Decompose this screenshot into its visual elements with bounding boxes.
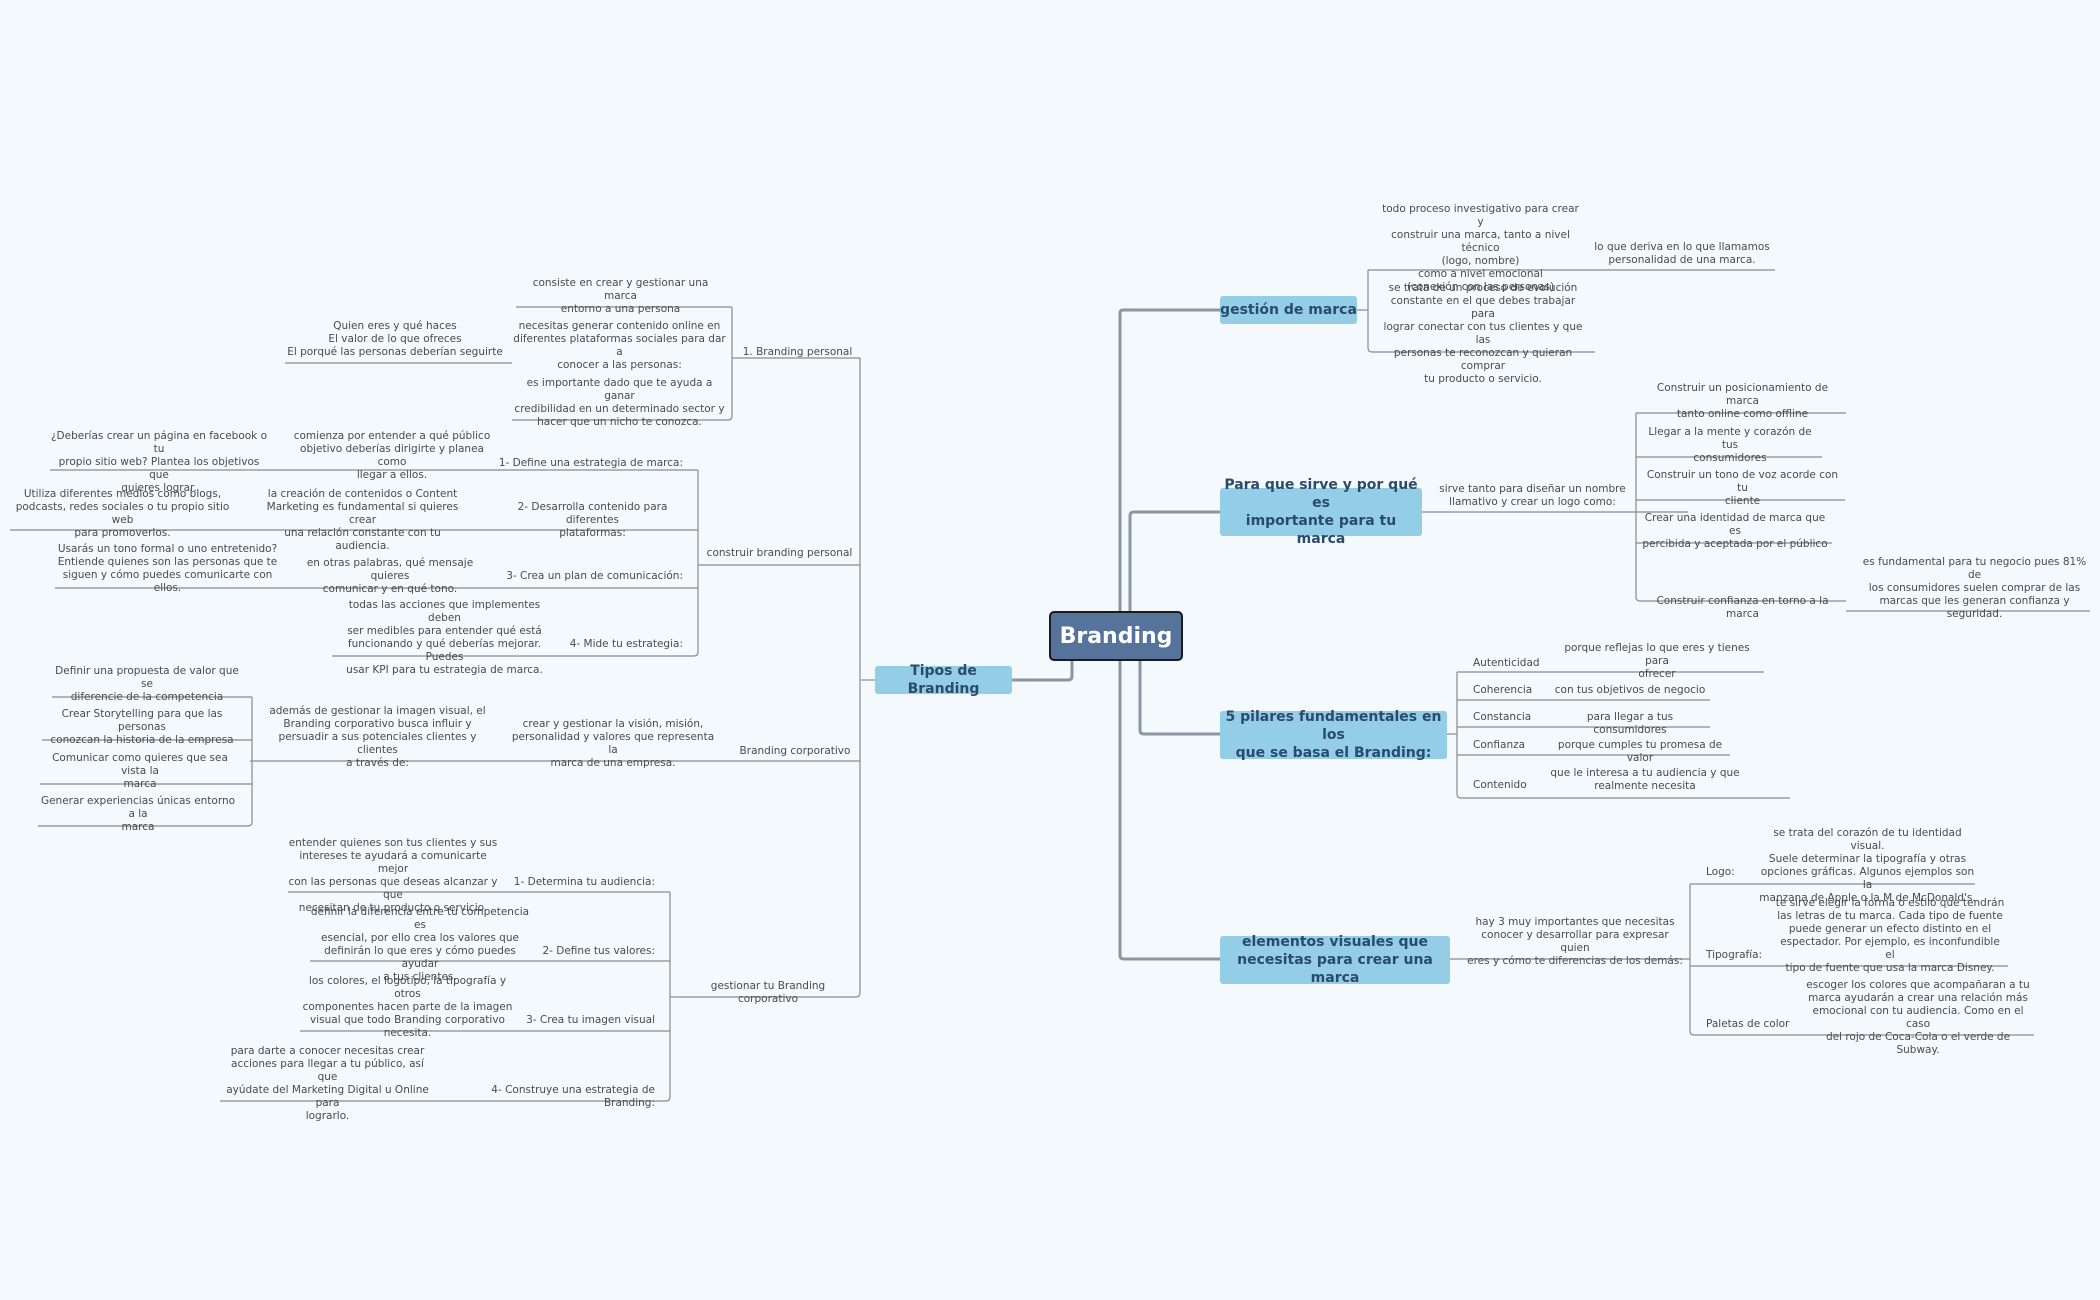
construir-step-desc: todas las acciones que implementes deben… bbox=[346, 599, 543, 676]
branch-tipos-de-branding[interactable]: Tipos de Branding bbox=[875, 663, 1012, 697]
gestionar-step-desc: los colores, el logotipo, la tipografía … bbox=[302, 975, 513, 1039]
gestionar-label: gestionar tu Branding corporativo bbox=[710, 980, 826, 1005]
personal-c2-child: Quien eres y qué haces El valor de lo qu… bbox=[287, 320, 503, 358]
pilar-name: Confianza bbox=[1473, 739, 1526, 751]
corporativo-item: Comunicar como quieres que sea vista la … bbox=[52, 752, 228, 790]
pilar-name: Autenticidad bbox=[1473, 657, 1540, 669]
branch-para-que-sirve[interactable]: Para que sirve y por qué es importante p… bbox=[1220, 477, 1422, 547]
construir-step-sub: Utiliza diferentes medios como blogs, po… bbox=[15, 488, 230, 539]
construir-label: construir branding personal bbox=[706, 547, 853, 559]
pilar-desc: para llegar a tus consumidores bbox=[1586, 711, 1674, 736]
gestionar-step-label: 1- Determina tu audiencia: bbox=[513, 876, 655, 888]
pilar-desc: porque reflejas lo que eres y tienes par… bbox=[1564, 642, 1750, 680]
corporativo-item: Crear Storytelling para que las personas… bbox=[50, 708, 234, 746]
central-topic[interactable]: Branding bbox=[1049, 611, 1183, 661]
gestion-definicion-1: todo proceso investigativo para crear y … bbox=[1382, 203, 1579, 293]
para-que-item: Construir un posicionamiento de marca ta… bbox=[1656, 382, 1829, 420]
corporativo-item: Definir una propuesta de valor que se di… bbox=[55, 665, 239, 703]
elemento-name: Logo: bbox=[1706, 866, 1735, 878]
elemento-desc: se trata del corazón de tu identidad vis… bbox=[1759, 827, 1976, 904]
gestionar-step-desc: para darte a conocer necesitas crear acc… bbox=[226, 1045, 429, 1122]
pilar-desc: con tus objetivos de negocio bbox=[1554, 684, 1706, 696]
corporativo-desc: crear y gestionar la visión, misión, per… bbox=[511, 718, 715, 769]
para-que-intro: sirve tanto para diseñar un nombre llama… bbox=[1439, 483, 1626, 508]
gestion-personalidad: lo que deriva en lo que llamamos persona… bbox=[1594, 241, 1770, 266]
construir-step-label: 4- Mide tu estrategia: bbox=[569, 638, 683, 650]
gestionar-step-label: 2- Define tus valores: bbox=[542, 945, 655, 957]
personal-c3: es importante dado que te ayuda a ganar … bbox=[514, 377, 725, 428]
elemento-desc: te sirve elegir la forma o estilo que te… bbox=[1775, 897, 2005, 974]
gestionar-step-desc: definir la diferencia entre tu competenc… bbox=[310, 906, 530, 983]
pilar-desc: porque cumples tu promesa de valor bbox=[1557, 739, 1723, 764]
branch-gestion-de-marca[interactable]: gestión de marca bbox=[1220, 296, 1357, 324]
branch-5-pilares[interactable]: 5 pilares fundamentales en los que se ba… bbox=[1220, 709, 1447, 761]
para-que-item: Crear una identidad de marca que es perc… bbox=[1642, 512, 1828, 550]
pilar-name: Constancia bbox=[1473, 711, 1532, 723]
para-que-item: Llegar a la mente y corazón de tus consu… bbox=[1648, 426, 1812, 464]
gestion-definicion-2: se trata de un proceso de evolución cons… bbox=[1383, 282, 1583, 385]
construir-step-label: 3- Crea un plan de comunicación: bbox=[506, 570, 683, 582]
elemento-name: Tipografía: bbox=[1706, 949, 1763, 961]
construir-step-label: 1- Define una estrategia de marca: bbox=[498, 457, 683, 469]
personal-c1: consiste en crear y gestionar una marca … bbox=[532, 277, 709, 315]
pilar-desc: que le interesa a tu audiencia y que rea… bbox=[1550, 767, 1740, 792]
construir-step-desc: la creación de contenidos o Content Mark… bbox=[266, 488, 459, 552]
gestionar-step-label: 4- Construye una estrategia de Branding: bbox=[491, 1084, 655, 1109]
construir-step-label: 2- Desarrolla contenido para diferentes … bbox=[517, 501, 668, 539]
personal-c2: necesitas generar contenido online en di… bbox=[513, 320, 726, 371]
construir-step-sub: ¿Deberías crear un página en facebook o … bbox=[50, 430, 268, 494]
pilar-name: Contenido bbox=[1473, 779, 1527, 791]
para-que-item: Construir un tono de voz acorde con tu c… bbox=[1646, 469, 1839, 507]
construir-step-desc: en otras palabras, qué mensaje quieres c… bbox=[306, 557, 474, 595]
elemento-name: Paletas de color bbox=[1706, 1018, 1790, 1030]
construir-step-sub: Usarás un tono formal o uno entretenido?… bbox=[57, 543, 278, 594]
branch-elementos-visuales[interactable]: elementos visuales que necesitas para cr… bbox=[1220, 934, 1450, 986]
corporativo-item: Generar experiencias únicas entorno a la… bbox=[40, 795, 236, 833]
branding-personal-label: 1. Branding personal bbox=[742, 346, 853, 358]
gestionar-step-desc: entender quienes son tus clientes y sus … bbox=[288, 837, 498, 914]
elemento-desc: escoger los colores que acompañaran a tu… bbox=[1806, 979, 2030, 1056]
elementos-intro: hay 3 muy importantes que necesitas cono… bbox=[1467, 916, 1683, 967]
para-que-item: Construir confianza en torno a la marca bbox=[1656, 595, 1829, 620]
pilar-name: Coherencia bbox=[1473, 684, 1533, 696]
corporativo-sub: además de gestionar la imagen visual, el… bbox=[269, 705, 486, 769]
gestionar-step-label: 3- Crea tu imagen visual bbox=[526, 1014, 655, 1026]
construir-step-desc: comienza por entender a qué público obje… bbox=[293, 430, 491, 481]
corporativo-label: Branding corporativo bbox=[739, 745, 851, 757]
confianza-nota: es fundamental para tu negocio pues 81% … bbox=[1862, 556, 2087, 620]
